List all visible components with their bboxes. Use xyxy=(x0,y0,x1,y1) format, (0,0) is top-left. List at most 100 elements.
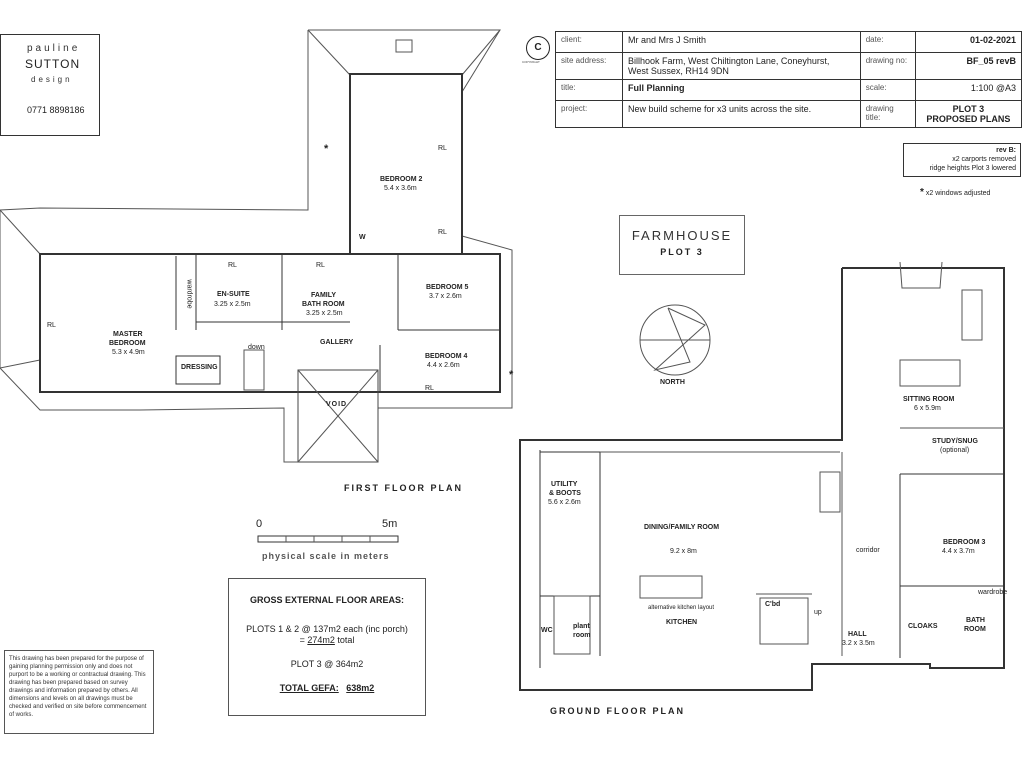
copyright-caption: COPYRIGHT xyxy=(522,60,540,64)
room-bath-2: ROOM xyxy=(964,626,986,633)
rooflight-label: RL xyxy=(47,322,56,329)
room-bedroom5-size: 3.7 x 2.6m xyxy=(429,293,462,300)
room-dining-size: 9.2 x 8m xyxy=(670,548,697,555)
north-label: NORTH xyxy=(660,379,685,386)
room-kitchen: KITCHEN xyxy=(666,619,698,626)
room-sitting-size: 6 x 5.9m xyxy=(914,405,941,412)
room-bedroom3-size: 4.4 x 3.7m xyxy=(942,548,975,555)
client-label: client: xyxy=(555,31,623,53)
drawing-title-line1: PLOT 3 xyxy=(952,104,985,114)
gefa-line1: PLOTS 1 & 2 @ 137m2 each (inc porch) xyxy=(246,624,408,634)
gefa-total: TOTAL GEFA: 638m2 xyxy=(229,683,425,693)
scale-label: scale: xyxy=(859,79,916,101)
room-plant-2: room xyxy=(573,632,591,639)
room-dining: DINING/FAMILY ROOM xyxy=(644,524,720,531)
rooflight-label: RL xyxy=(438,145,447,152)
revision-box: rev B: x2 carports removed ridge heights… xyxy=(903,143,1021,177)
corridor-label: corridor xyxy=(856,547,880,554)
rooflight-label: RL xyxy=(438,229,447,236)
alt-kitchen-label: alternative kitchen layout xyxy=(648,605,715,611)
revision-line2: ridge heights Plot 3 lowered xyxy=(929,165,1016,172)
room-cloaks: CLOAKS xyxy=(908,623,938,630)
asterisk-icon: * xyxy=(509,369,514,381)
scale-end: 5m xyxy=(382,518,398,530)
room-study-optional: (optional) xyxy=(940,447,970,454)
room-bedroom2-size: 5.4 x 3.6m xyxy=(384,185,417,192)
logo-phone: 0771 8898186 xyxy=(27,105,85,115)
room-utility-size: 5.6 x 2.6m xyxy=(548,499,581,506)
drawing-no-value: BF_05 revB xyxy=(914,52,1023,80)
room-master-1: MASTER xyxy=(113,331,143,338)
revision-note: * x2 windows adjusted xyxy=(920,187,990,198)
wardrobe-label-ff: wardrobe xyxy=(185,279,193,309)
room-wc: WC xyxy=(541,627,553,634)
gefa-total-value: 638m2 xyxy=(346,683,375,693)
site-line2: West Sussex, RH14 9DN xyxy=(628,66,729,76)
cupboard-label: C'bd xyxy=(765,601,781,608)
room-family-bath-size: 3.25 x 2.5m xyxy=(306,310,343,317)
room-family-bath-2: BATH ROOM xyxy=(302,301,345,308)
gefa-line3: PLOT 3 @ 364m2 xyxy=(290,659,364,669)
room-bedroom4: BEDROOM 4 xyxy=(425,353,468,360)
room-utility-2: & BOOTS xyxy=(549,490,581,497)
logo-line3: design xyxy=(31,75,73,84)
logo-line1: pauline xyxy=(27,43,81,54)
room-study: STUDY/SNUG xyxy=(932,438,978,445)
room-ensuite: EN-SUITE xyxy=(217,291,250,298)
room-bedroom3: BEDROOM 3 xyxy=(943,539,986,546)
room-void: VOID xyxy=(326,401,348,408)
ground-floor-title: GROUND FLOOR PLAN xyxy=(550,706,685,716)
disclaimer: This drawing has been prepared for the p… xyxy=(4,650,154,734)
room-plant-1: plant xyxy=(573,623,590,630)
room-utility-1: UTILITY xyxy=(551,481,578,488)
revision-line1: x2 carports removed xyxy=(952,156,1016,163)
rooflight-label: RL xyxy=(425,385,434,392)
room-hall-size: 3.2 x 3.5m xyxy=(842,640,875,647)
plot-name: FARMHOUSE xyxy=(631,228,733,243)
wardrobe-label-gf: wardrobe xyxy=(978,589,1008,596)
revision-head: rev B: xyxy=(996,147,1016,154)
room-hall: HALL xyxy=(848,631,867,638)
scale-start: 0 xyxy=(256,518,263,530)
client-value: Mr and Mrs J Smith xyxy=(622,31,861,53)
room-master-size: 5.3 x 4.9m xyxy=(112,349,145,356)
stair-up-label: up xyxy=(814,609,822,616)
room-ensuite-size: 3.25 x 2.5m xyxy=(214,301,251,308)
plot-number: PLOT 3 xyxy=(660,247,704,257)
room-bedroom4-size: 4.4 x 2.6m xyxy=(427,362,460,369)
stair-down-label: down xyxy=(248,344,265,351)
room-bath-1: BATH xyxy=(966,617,985,624)
project-label: project: xyxy=(555,100,623,128)
title-label: title: xyxy=(555,79,623,101)
revision-note-text: x2 windows adjusted xyxy=(925,190,991,197)
date-label: date: xyxy=(859,31,916,53)
gefa-line2-prefix: = xyxy=(299,635,308,645)
drawing-title-label: drawing title: xyxy=(859,100,916,128)
rooflight-label: RL xyxy=(316,262,325,269)
drawing-title-line2: PROPOSED PLANS xyxy=(926,114,1011,124)
scale-caption: physical scale in meters xyxy=(262,551,390,561)
date-value: 01-02-2021 xyxy=(914,31,1023,53)
w-label: W xyxy=(359,234,366,241)
room-dressing: DRESSING xyxy=(181,364,218,371)
title-block: client: Mr and Mrs J Smith date: 01-02-2… xyxy=(555,31,1023,128)
room-master-2: BEDROOM xyxy=(109,340,146,347)
asterisk-icon: * xyxy=(324,143,329,155)
gefa-line2: = 274m2 total xyxy=(229,635,425,645)
room-bedroom5: BEDROOM 5 xyxy=(426,284,469,291)
site-line1: Billhook Farm, West Chiltington Lane, Co… xyxy=(628,56,830,66)
rooflight-label: RL xyxy=(228,262,237,269)
logo-line2: SUTTON xyxy=(25,57,81,71)
drawing-no-label: drawing no: xyxy=(859,52,916,80)
gefa-title: GROSS EXTERNAL FLOOR AREAS: xyxy=(249,595,404,605)
room-bedroom2: BEDROOM 2 xyxy=(380,176,423,183)
scale-value: 1:100 @A3 xyxy=(914,79,1023,101)
room-family-bath-1: FAMILY xyxy=(311,292,337,299)
asterisk-icon: * xyxy=(920,187,924,198)
site-value: Billhook Farm, West Chiltington Lane, Co… xyxy=(622,52,861,80)
plot-box: FARMHOUSE PLOT 3 xyxy=(619,215,745,275)
first-floor-title: FIRST FLOOR PLAN xyxy=(344,483,463,493)
copyright-icon: C xyxy=(526,36,550,60)
